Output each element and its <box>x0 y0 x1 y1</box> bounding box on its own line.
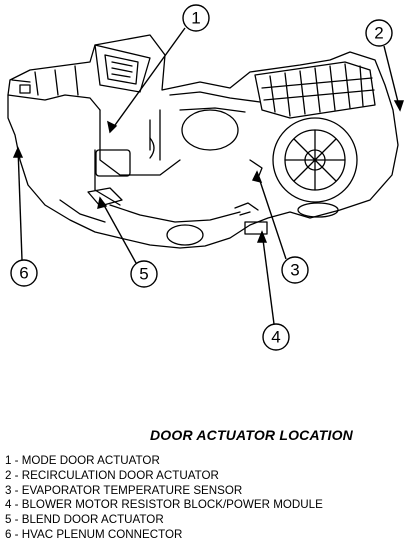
legend-list: 1 - MODE DOOR ACTUATOR 2 - RECIRCULATION… <box>5 454 323 543</box>
callout-5 <box>97 196 158 288</box>
callout-3 <box>251 170 309 284</box>
legend-item: 4 - BLOWER MOTOR RESISTOR BLOCK/POWER MO… <box>5 498 323 512</box>
hvac-housing-diagram: 1 2 3 4 5 6 <box>7 4 404 351</box>
callout-label-4: 4 <box>271 328 280 347</box>
callout-6 <box>10 146 38 287</box>
callout-label-2: 2 <box>374 24 383 43</box>
callout-label-1: 1 <box>191 9 200 28</box>
callout-label-6: 6 <box>19 264 28 283</box>
callout-label-5: 5 <box>139 265 148 284</box>
legend-item: 6 - HVAC PLENUM CONNECTOR <box>5 527 183 541</box>
legend-item: 1 - MODE DOOR ACTUATOR <box>5 454 160 467</box>
callout-2 <box>365 19 404 112</box>
legend-item: 5 - BLEND DOOR ACTUATOR <box>5 513 164 527</box>
callout-label-3: 3 <box>290 261 299 280</box>
legend-item: 2 - RECIRCULATION DOOR ACTUATOR <box>5 468 219 482</box>
callout-1 <box>107 4 210 134</box>
legend-item: 3 - EVAPORATOR TEMPERATURE SENSOR <box>5 483 243 497</box>
diagram-title: DOOR ACTUATOR LOCATION <box>150 427 353 443</box>
hvac-housing <box>7 34 399 249</box>
callout-4 <box>256 230 290 351</box>
